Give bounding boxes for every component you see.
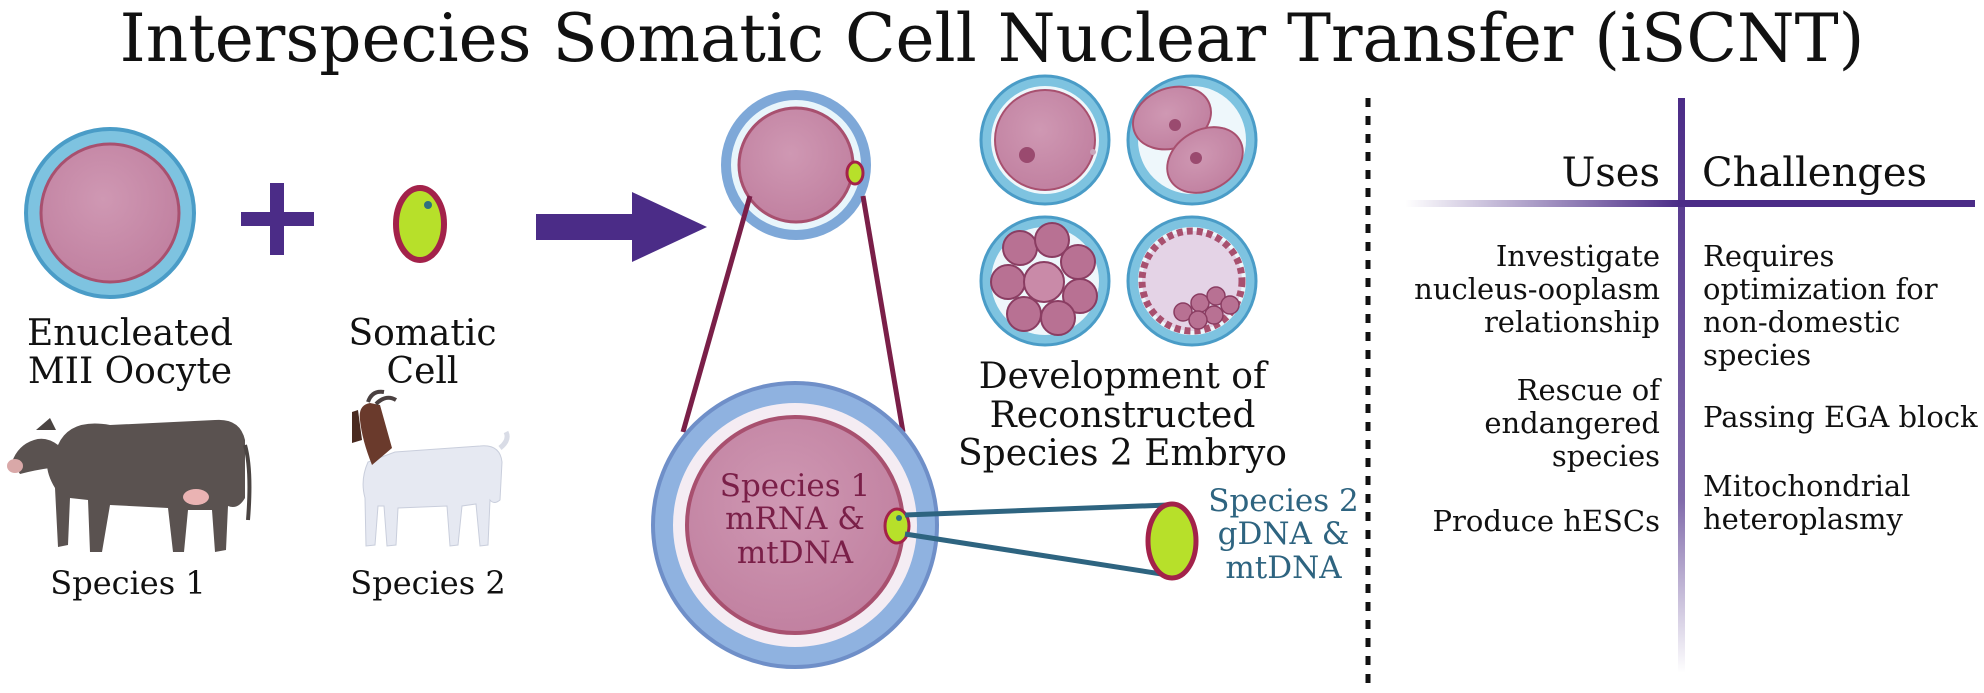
zoomed-nucleus bbox=[1145, 501, 1199, 581]
plus-icon bbox=[241, 183, 314, 255]
species1-label: Species 1 bbox=[50, 564, 206, 602]
challenges-item-1-line-2: optimization for bbox=[1703, 272, 1938, 307]
cow-icon bbox=[7, 418, 252, 552]
uses-item-1: Investigate nucleus-ooplasm relationship bbox=[1370, 239, 1660, 340]
uses-item-2-line-3: species bbox=[1551, 439, 1660, 474]
embryo-1-cell bbox=[979, 74, 1111, 206]
challenges-item-2: Passing EGA block bbox=[1703, 400, 1978, 434]
uses-heading: Uses bbox=[1561, 150, 1660, 196]
cytoplasm-label-line-3: mtDNA bbox=[736, 534, 854, 571]
development-label-line-3: Species 2 Embryo bbox=[958, 433, 1287, 475]
zoomed-oocyte bbox=[651, 381, 939, 669]
species2-label: Species 2 bbox=[350, 564, 506, 602]
nucleus-label-line-2: gDNA & bbox=[1217, 516, 1350, 553]
uses-item-1-line-3: relationship bbox=[1483, 305, 1660, 340]
challenges-item-3-line-1: Mitochondrial bbox=[1703, 469, 1911, 503]
development-label-line-1: Development of bbox=[978, 356, 1267, 397]
reconstructed-oocyte-small bbox=[721, 90, 871, 240]
zoom-connectors bbox=[680, 195, 906, 433]
embryo-morula bbox=[979, 215, 1111, 347]
somatic-label-line-1: Somatic bbox=[348, 313, 497, 354]
challenges-item-1-line-3: non-domestic bbox=[1703, 305, 1901, 340]
challenges-item-1-line-4: species bbox=[1703, 338, 1812, 373]
somatic-label-line-2: Cell bbox=[386, 350, 459, 392]
challenges-item-3-line-2: heteroplasmy bbox=[1703, 502, 1903, 537]
uses-underline bbox=[1405, 200, 1681, 207]
somatic-label: Somatic Cell bbox=[330, 315, 515, 391]
challenges-item-3: Mitochondrial heteroplasmy bbox=[1703, 469, 1978, 537]
columns-divider bbox=[1678, 98, 1685, 673]
cytoplasm-label-line-1: Species 1 bbox=[719, 468, 871, 504]
nucleus-label: Species 2 gDNA & mtDNA bbox=[1206, 483, 1361, 586]
uses-item-2-line-1: Rescue of bbox=[1516, 373, 1660, 407]
development-label: Development of Reconstructed Species 2 E… bbox=[955, 356, 1290, 475]
embryo-2-cell bbox=[1126, 74, 1258, 206]
nucleus-label-line-3: mtDNA bbox=[1225, 549, 1342, 586]
challenges-item-2-line-1: Passing EGA block bbox=[1703, 400, 1978, 434]
nucleus-zoom-connectors bbox=[904, 502, 1169, 578]
cytoplasm-label: Species 1 mRNA & mtDNA bbox=[700, 468, 890, 571]
uses-item-2: Rescue of endangered species bbox=[1370, 373, 1660, 474]
challenges-item-1-line-1: Requires bbox=[1703, 239, 1835, 273]
oocyte-icon bbox=[24, 127, 196, 299]
oocyte-label-line-1: Enucleated bbox=[27, 313, 233, 354]
diagram-title: Interspecies Somatic Cell Nuclear Transf… bbox=[119, 0, 1865, 77]
somatic-cell-icon bbox=[393, 185, 447, 263]
nucleus-label-line-1: Species 2 bbox=[1208, 483, 1359, 519]
embryo-blastocyst bbox=[1126, 215, 1258, 347]
arrow-right-icon bbox=[536, 192, 707, 262]
challenges-heading: Challenges bbox=[1702, 150, 1928, 196]
challenges-item-1: Requires optimization for non-domestic s… bbox=[1703, 239, 1978, 373]
uses-item-1-line-1: Investigate bbox=[1495, 239, 1660, 273]
cytoplasm-label-line-2: mRNA & bbox=[725, 501, 865, 538]
oocyte-label: Enucleated MII Oocyte bbox=[10, 315, 250, 391]
uses-item-3: Produce hESCs bbox=[1370, 504, 1660, 538]
uses-item-2-line-2: endangered bbox=[1484, 406, 1660, 441]
development-label-line-2: Reconstructed bbox=[989, 394, 1256, 436]
uses-item-1-line-2: nucleus-ooplasm bbox=[1414, 272, 1660, 307]
goat-icon bbox=[352, 389, 510, 547]
challenges-underline bbox=[1681, 200, 1975, 207]
oocyte-label-line-2: MII Oocyte bbox=[27, 350, 233, 392]
uses-item-3-line-1: Produce hESCs bbox=[1432, 504, 1660, 538]
